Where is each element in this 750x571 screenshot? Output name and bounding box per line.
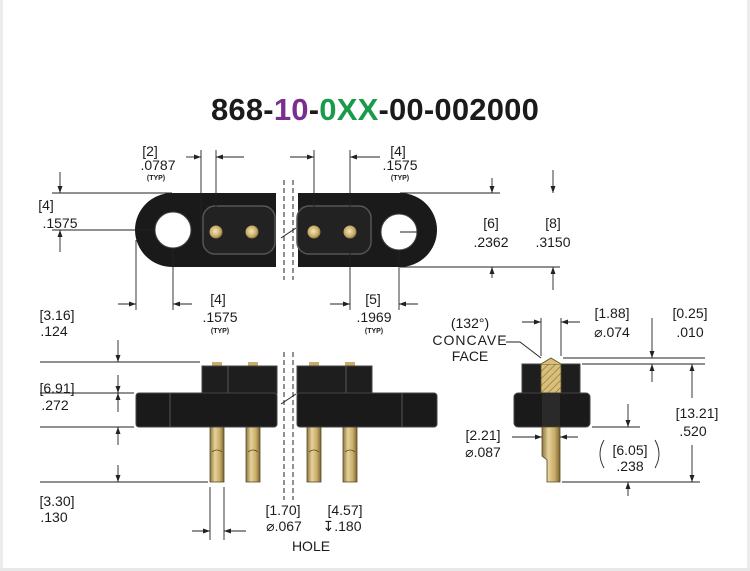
dim-pin-length-mm: [3.30] — [39, 493, 74, 509]
top-dim-arrows — [57, 154, 556, 307]
dim-tip-dia-mm: [1.88] — [594, 305, 629, 321]
dim-height-total-mm: [8] — [545, 215, 561, 231]
dim-top-height-mm: [3.16] — [39, 307, 74, 323]
dim-body-height-mm: [6.91] — [39, 380, 74, 396]
dim-pin-exposed-mm: [6.05] — [612, 442, 647, 458]
dim-concave-line1: CONCAVE — [432, 332, 507, 348]
dim-end-offset-note: (TYP) — [365, 328, 383, 335]
front-housing-left — [201, 365, 278, 395]
break-squiggle-top — [280, 227, 297, 239]
dim-concave-angle: (132°) — [451, 315, 489, 331]
dim-overall-mm: [13.21] — [676, 405, 719, 421]
page-edge-right — [747, 0, 750, 571]
dim-hole-spacing-inch: .1575 — [382, 157, 417, 173]
dim-end-offset-inch: .1969 — [356, 309, 391, 325]
dim-pin-dia-mm: [2.21] — [465, 427, 500, 443]
dim-pitch-inch: .0787 — [140, 157, 175, 173]
concave-face — [540, 357, 562, 365]
dim-hole-depth-inch: ↧.180 — [323, 518, 362, 534]
front-flange-left — [135, 392, 278, 428]
front-dim-lines — [40, 340, 246, 540]
dim-end-offset-mm: [5] — [365, 291, 381, 307]
part-number-variant: 0XX — [319, 92, 379, 127]
pin-housing-left — [202, 205, 276, 255]
part-number-suffix: -00-002000 — [378, 92, 540, 127]
dim-top-height-inch: .124 — [40, 323, 67, 339]
side-pin — [541, 426, 561, 483]
pin-housing-right — [296, 205, 372, 255]
front-housing-right — [296, 365, 373, 395]
pin-tip-2 — [244, 224, 260, 240]
dim-mount-offset-inch: .1575 — [202, 309, 237, 325]
part-number-dash: - — [308, 92, 320, 127]
dim-body-height-inch: .272 — [41, 397, 68, 413]
page-edge-left — [0, 0, 3, 571]
dim-hole-depth-mm: [4.57] — [327, 502, 362, 518]
paren-left — [599, 439, 605, 469]
dim-width-left-mm: [4] — [38, 197, 54, 213]
pin-tip-3 — [306, 224, 322, 240]
part-number-positions: 10 — [273, 92, 309, 127]
side-pin-section — [540, 363, 562, 395]
pin-tip-4 — [342, 224, 358, 240]
front-view: [3.16] .124 [6.91] .272 [3.30] .130 [1.7… — [39, 307, 438, 554]
dim-mount-offset-mm: [4] — [210, 291, 226, 307]
dim-height-mid-inch: .2362 — [473, 234, 508, 250]
mount-hole-left — [154, 211, 192, 249]
dim-tip-dia-inch: ⌀.074 — [594, 324, 630, 340]
dim-width-left-inch: .1575 — [42, 215, 77, 231]
dim-hole-spacing-note: (TYP) — [391, 175, 409, 182]
side-dim-arrows — [534, 319, 695, 489]
dim-hole-label: HOLE — [292, 538, 330, 554]
dim-overall-inch: .520 — [679, 423, 706, 439]
top-view: [2] .0787 (TYP) [4] .1575 (TYP) [4] .157… — [38, 143, 571, 335]
dim-pitch-note: (TYP) — [147, 175, 165, 182]
dim-pitch-mm: [2] — [142, 143, 158, 159]
dim-concave-line2: FACE — [452, 348, 489, 364]
dim-tip-protrusion-mm: [0.25] — [672, 305, 707, 321]
dim-tip-protrusion-inch: .010 — [676, 324, 703, 340]
dim-hole-dia-inch: ⌀.067 — [266, 518, 302, 534]
front-flange-right — [296, 392, 438, 428]
dim-height-mid-mm: [6] — [483, 215, 499, 231]
dim-hole-spacing-mm: [4] — [390, 143, 406, 159]
dim-mount-offset-note: (TYP) — [211, 328, 229, 335]
page-edge-bottom — [0, 568, 750, 571]
dim-hole-dia-mm: [1.70] — [265, 502, 300, 518]
part-number-prefix: 868- — [210, 92, 274, 127]
pin-tip-1 — [208, 224, 224, 240]
side-section-view: (132°) CONCAVE FACE [1.88] ⌀.074 [0.25] … — [432, 305, 718, 496]
dim-height-total-inch: .3150 — [535, 234, 570, 250]
paren-right — [654, 439, 660, 469]
front-dim-arrows — [115, 355, 231, 534]
dim-pin-length-inch: .130 — [40, 509, 67, 525]
part-number-title: 868-10-0XX-00-002000 — [0, 92, 750, 128]
dim-pin-dia-inch: ⌀.087 — [465, 444, 501, 460]
dim-pin-exposed-inch: .238 — [616, 458, 643, 474]
